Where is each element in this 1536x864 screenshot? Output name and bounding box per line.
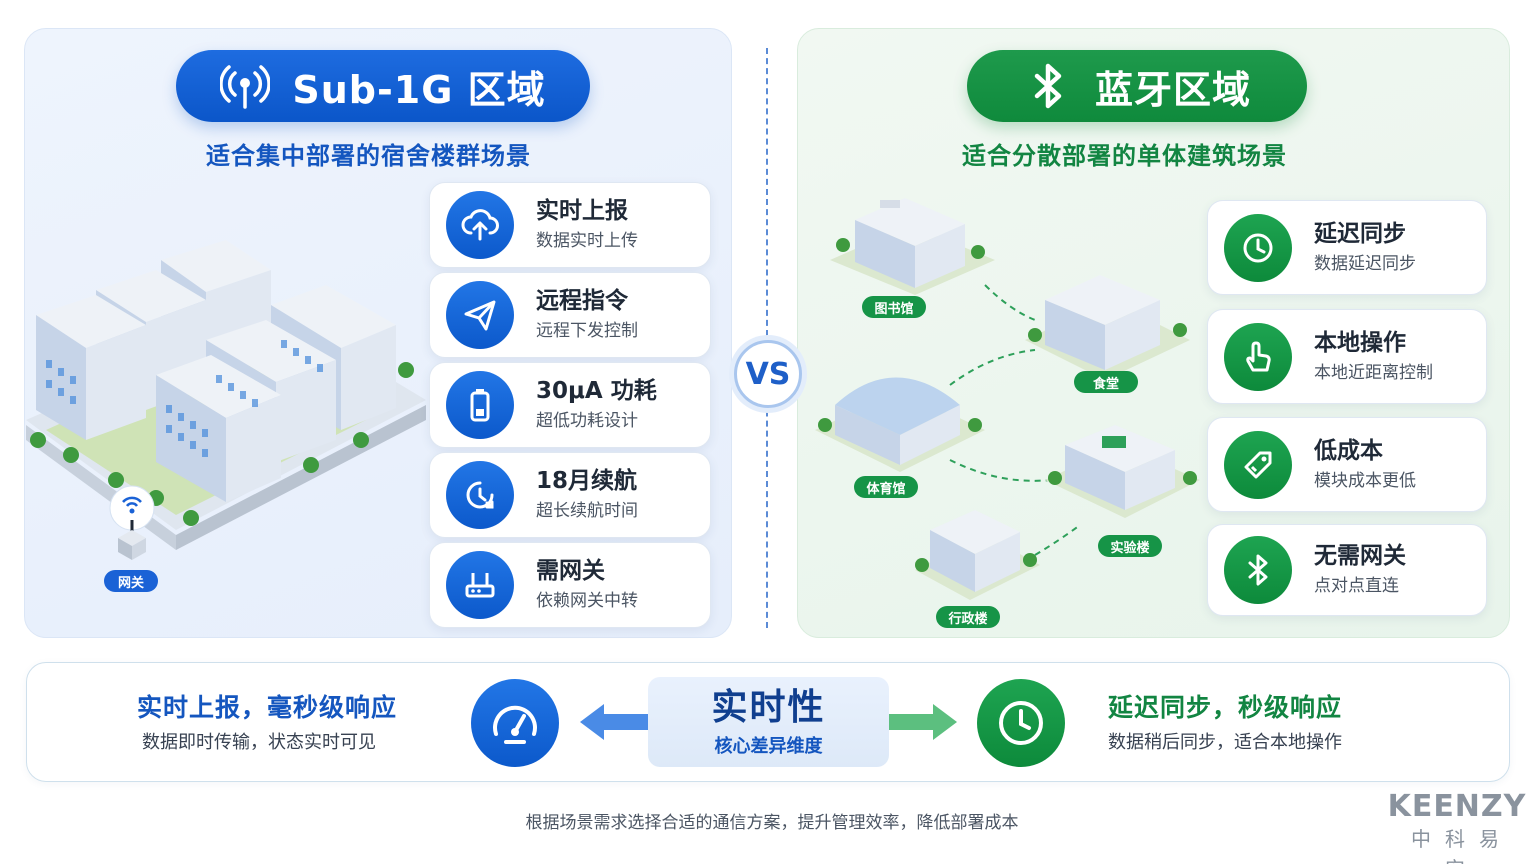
feature-title: 无需网关	[1314, 543, 1406, 569]
sub1g-title-pill: Sub-1G 区域	[176, 50, 590, 122]
sub1g-subtitle: 适合集中部署的宿舍楼群场景	[206, 142, 531, 170]
building-label-gym: 体育馆	[854, 476, 918, 498]
feature-title: 远程指令	[536, 288, 628, 314]
gym-building	[815, 377, 985, 472]
gateway-label: 网关	[104, 570, 158, 592]
vs-badge: VS	[734, 340, 802, 408]
feature-card-gateway: 需网关依赖网关中转	[429, 542, 711, 628]
feature-card-realtime-report: 实时上报数据实时上传	[429, 182, 711, 268]
feature-card-remote-command: 远程指令远程下发控制	[429, 272, 711, 358]
center-subtitle: 核心差异维度	[714, 736, 823, 757]
sub1g-response-title: 实时上报，毫秒级响应	[137, 693, 398, 722]
building-label-admin: 行政楼	[936, 606, 1000, 628]
sub1g-response-desc: 数据即时传输，状态实时可见	[142, 732, 376, 753]
feature-title: 30μA 功耗	[536, 378, 657, 404]
bluetooth-title-pill: 蓝牙区域	[967, 50, 1307, 122]
feature-title: 延迟同步	[1314, 220, 1406, 247]
hand-pointer-icon	[1224, 322, 1292, 391]
arrow-right-icon	[889, 704, 957, 740]
cloud-upload-icon	[446, 191, 514, 259]
feature-desc: 超长续航时间	[536, 501, 638, 521]
dorm-building	[36, 295, 146, 440]
building-label-library: 图书馆	[862, 296, 926, 318]
clock-icon	[977, 679, 1065, 767]
dorm-cluster-illustration	[26, 240, 426, 560]
building-label-canteen: 食堂	[1074, 371, 1138, 393]
dorm-building	[156, 355, 281, 502]
library-building	[830, 198, 995, 295]
feature-card-no-gateway: 无需网关点对点直连	[1207, 524, 1487, 616]
feature-card-low-cost: 低成本模块成本更低	[1207, 417, 1487, 512]
antenna-icon	[220, 61, 271, 111]
bluetooth-icon	[1224, 536, 1292, 604]
router-icon	[446, 551, 514, 619]
brand-name-en: KEENZY	[1387, 789, 1527, 824]
arrow-left-icon	[580, 704, 648, 740]
lab-building	[1045, 425, 1200, 518]
feature-title: 18月续航	[536, 468, 638, 494]
feature-card-delayed-sync: 延迟同步数据延迟同步	[1207, 200, 1487, 295]
bluetooth-response-desc: 数据稍后同步，适合本地操作	[1108, 732, 1342, 753]
feature-card-local-operation: 本地操作本地近距离控制	[1207, 309, 1487, 404]
feature-title: 本地操作	[1314, 329, 1406, 356]
battery-icon	[446, 371, 514, 439]
feature-desc: 依赖网关中转	[536, 591, 638, 611]
realtime-center-box: 实时性 核心差异维度	[648, 677, 889, 767]
clock-icon	[1224, 213, 1292, 282]
brand-logo: KEENZY 中科易安	[1387, 790, 1527, 864]
speedometer-icon	[471, 679, 559, 767]
feature-desc: 数据延迟同步	[1314, 253, 1416, 274]
admin-building	[915, 510, 1040, 600]
building-label-lab: 实验楼	[1098, 535, 1162, 557]
vs-divider	[766, 48, 768, 628]
feature-desc: 本地近距离控制	[1314, 362, 1433, 383]
feature-title: 需网关	[536, 558, 605, 584]
bluetooth-icon	[1023, 61, 1073, 111]
clock-refresh-icon	[446, 461, 514, 529]
gateway-device	[109, 485, 155, 560]
campus-buildings-illustration	[815, 198, 1200, 600]
paper-plane-icon	[446, 281, 514, 349]
feature-title: 实时上报	[536, 198, 628, 224]
feature-card-battery-life: 18月续航超长续航时间	[429, 452, 711, 538]
brand-name-cn: 中科易安	[1411, 827, 1513, 864]
price-tag-icon	[1224, 430, 1292, 499]
feature-desc: 点对点直连	[1314, 576, 1399, 596]
feature-desc: 模块成本更低	[1314, 470, 1416, 491]
center-title: 实时性	[711, 687, 826, 728]
footer-note: 根据场景需求选择合适的通信方案，提升管理效率，降低部署成本	[525, 813, 1019, 833]
canteen-building	[1025, 275, 1190, 380]
bluetooth-response-title: 延迟同步，秒级响应	[1108, 693, 1343, 722]
feature-card-power: 30μA 功耗超低功耗设计	[429, 362, 711, 448]
sub1g-title: Sub-1G 区域	[292, 67, 546, 112]
feature-desc: 远程下发控制	[536, 321, 638, 341]
feature-title: 低成本	[1314, 437, 1383, 464]
bluetooth-title: 蓝牙区域	[1094, 67, 1251, 112]
feature-desc: 数据实时上传	[536, 231, 638, 251]
feature-desc: 超低功耗设计	[536, 411, 638, 431]
bluetooth-subtitle: 适合分散部署的单体建筑场景	[962, 142, 1287, 170]
